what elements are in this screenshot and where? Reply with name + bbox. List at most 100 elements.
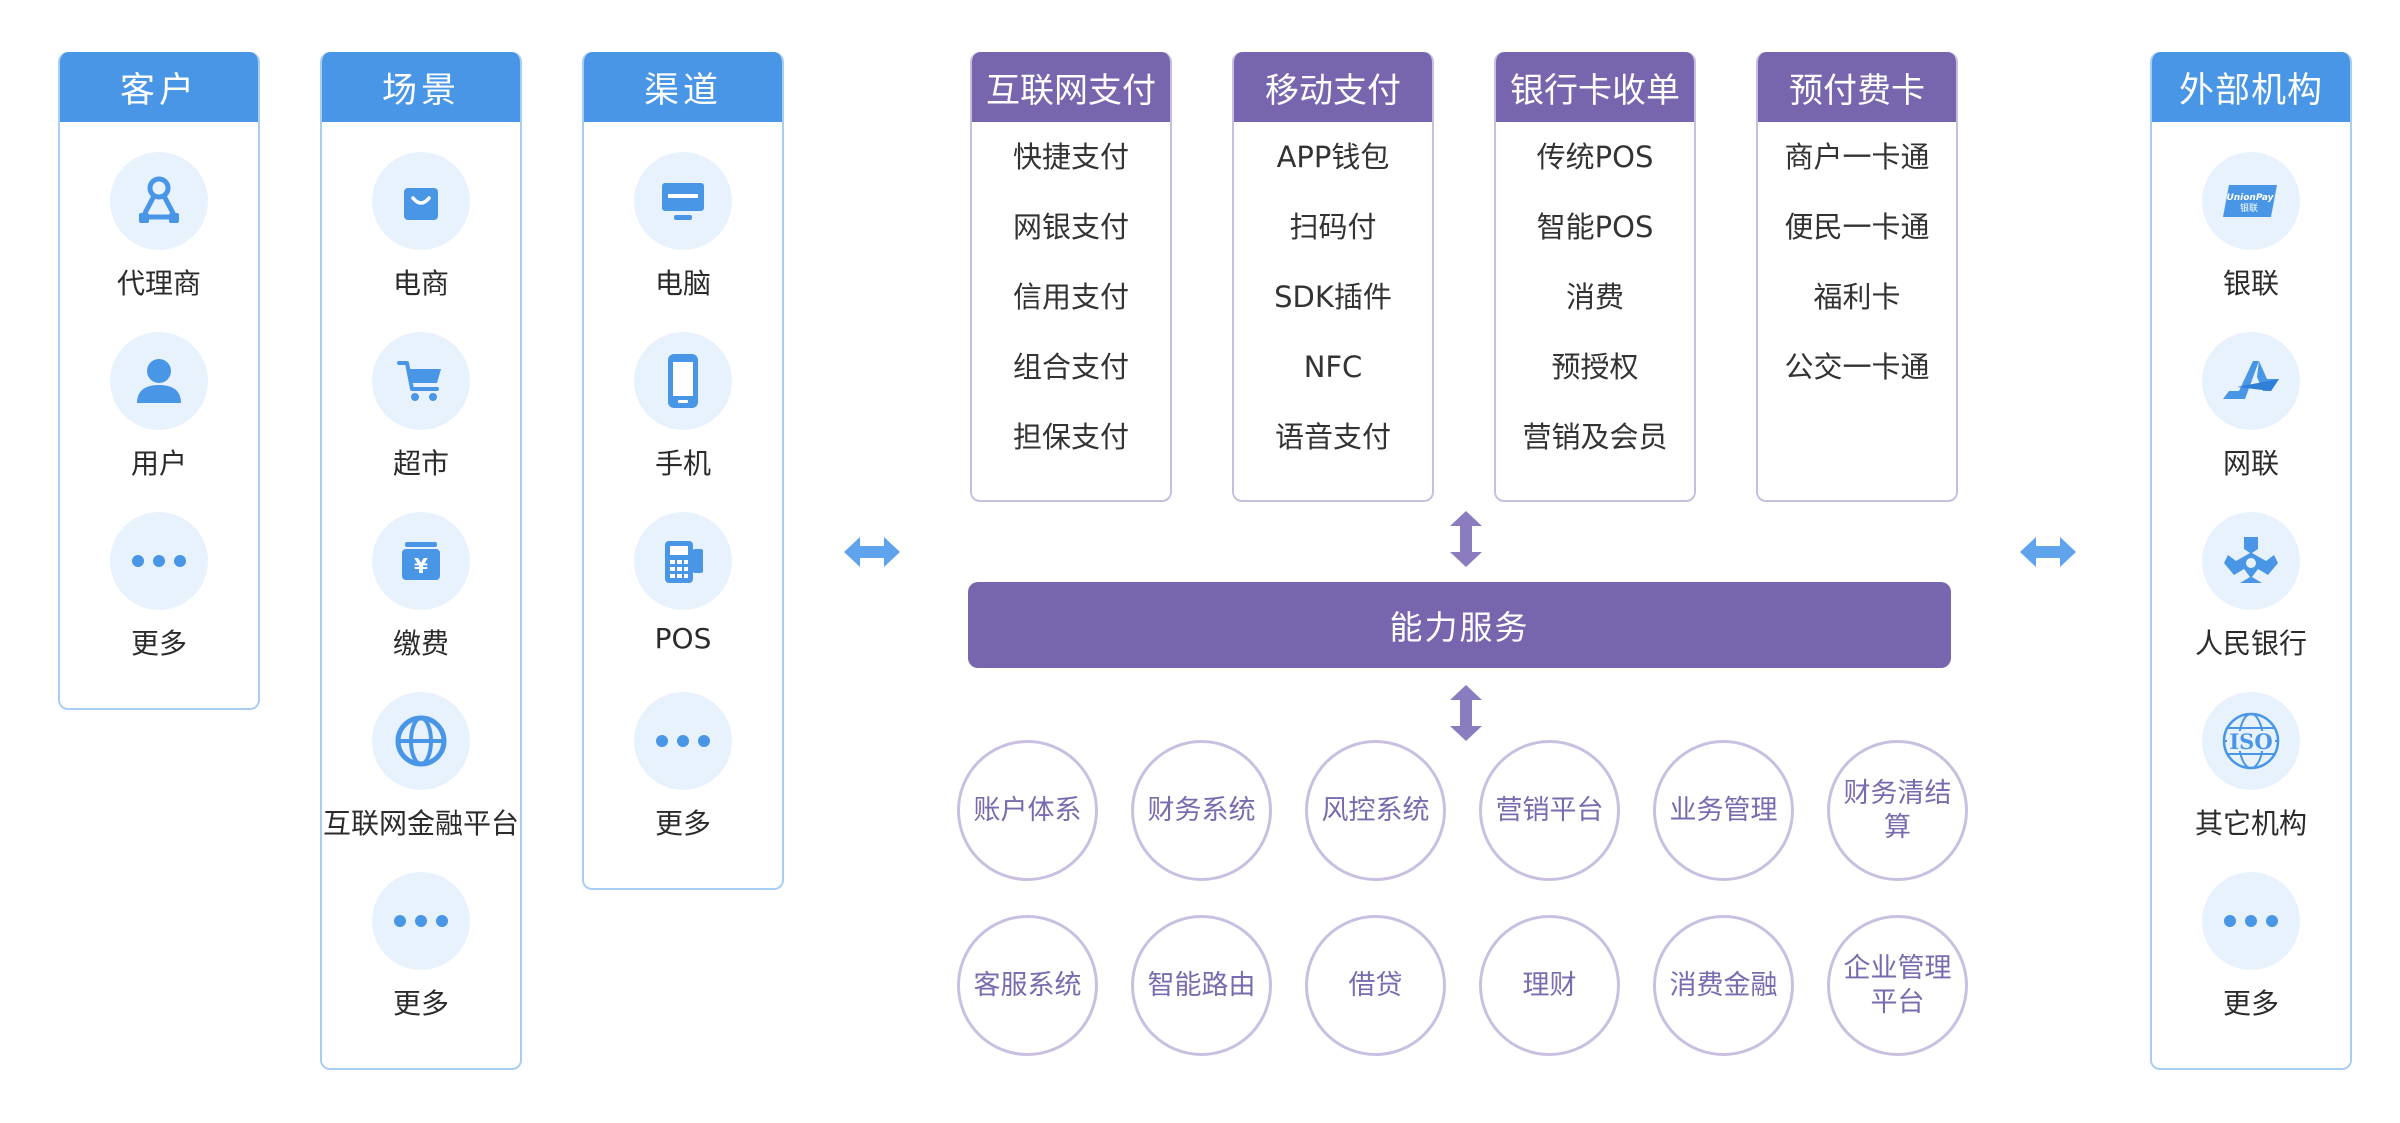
user-icon [110, 332, 208, 430]
scene-item-label: 互联网金融平台 [322, 807, 519, 840]
scene-item-label: 更多 [392, 987, 449, 1020]
payment-item: 扫码付 [1289, 210, 1377, 244]
more-dots-icon [2202, 872, 2300, 970]
payment-item: 传统POS [1536, 140, 1654, 174]
svg-text:UnionPay: UnionPay [2226, 193, 2274, 203]
payment-item: NFC [1303, 350, 1363, 384]
upper-vertical-arrow-icon [1450, 511, 1482, 567]
payment-box-prepaid: 预付费卡 商户一卡通 便民一卡通 福利卡 公交一卡通 [1756, 52, 1958, 502]
customer-item-label: 用户 [130, 447, 187, 480]
payment-item: 公交一卡通 [1784, 350, 1930, 384]
customer-item-label: 代理商 [116, 267, 201, 300]
channel-item-label: POS [654, 622, 712, 655]
more-dots-icon [110, 512, 208, 610]
external-item-label: 人民银行 [2194, 627, 2307, 660]
service-circle: 消费金融 [1653, 915, 1794, 1056]
external-item-label: 网联 [2222, 447, 2279, 480]
channel-column: 渠道 电脑 手机 [582, 52, 784, 890]
payment-item: 快捷支付 [1012, 140, 1129, 174]
scene-item-label: 缴费 [392, 627, 449, 660]
external-item-unionpay[interactable]: UnionPay 银联 银联 [2152, 152, 2350, 322]
svg-text:¥: ¥ [414, 554, 428, 578]
payment-item: 信用支付 [1012, 280, 1129, 314]
service-circle: 客服系统 [957, 915, 1098, 1056]
scene-item-label: 超市 [392, 447, 449, 480]
payment-item: SDK插件 [1274, 280, 1392, 314]
channel-item-label: 手机 [654, 447, 711, 480]
shopping-bag-icon [372, 152, 470, 250]
netsunion-logo-icon [2202, 332, 2300, 430]
channel-item-more[interactable]: 更多 [584, 692, 782, 862]
external-column: 外部机构 UnionPay 银联 银联 网联 人民银行 [2150, 52, 2352, 1070]
payment-box-internet: 互联网支付 快捷支付 网银支付 信用支付 组合支付 担保支付 [970, 52, 1172, 502]
customer-item-more[interactable]: 更多 [60, 512, 258, 682]
lower-vertical-arrow-icon [1450, 685, 1482, 741]
scene-column-title: 场景 [322, 52, 520, 122]
service-circle: 营销平台 [1479, 740, 1620, 881]
external-item-other[interactable]: ISO 其它机构 [2152, 692, 2350, 862]
payment-item: 营销及会员 [1522, 420, 1668, 454]
external-item-label: 其它机构 [2194, 807, 2307, 840]
svg-text:银联: 银联 [2240, 202, 2258, 214]
channel-column-title: 渠道 [584, 52, 782, 122]
scene-item-more[interactable]: 更多 [322, 872, 520, 1042]
shopping-cart-icon [372, 332, 470, 430]
payment-box-title: 预付费卡 [1758, 52, 1956, 122]
payment-box-title: 移动支付 [1234, 52, 1432, 122]
customer-item-user[interactable]: 用户 [60, 332, 258, 502]
iso-logo-icon: ISO [2202, 692, 2300, 790]
external-item-netsunion[interactable]: 网联 [2152, 332, 2350, 502]
external-item-label: 银联 [2222, 267, 2279, 300]
channel-item-label: 更多 [654, 807, 711, 840]
payment-box-title: 互联网支付 [972, 52, 1170, 122]
unionpay-logo-icon: UnionPay 银联 [2202, 152, 2300, 250]
service-circle: 财务清结算 [1827, 740, 1968, 881]
scene-item-internet-finance[interactable]: 互联网金融平台 [322, 692, 520, 862]
customer-column-title: 客户 [60, 52, 258, 122]
payment-item: 智能POS [1536, 210, 1654, 244]
payment-box-mobile: 移动支付 APP钱包 扫码付 SDK插件 NFC 语音支付 [1232, 52, 1434, 502]
payment-item: 担保支付 [1012, 420, 1129, 454]
customer-item-label: 更多 [130, 627, 187, 660]
scene-item-ecommerce[interactable]: 电商 [322, 152, 520, 322]
payment-item: 网银支付 [1012, 210, 1129, 244]
computer-icon [634, 152, 732, 250]
payment-box-title: 银行卡收单 [1496, 52, 1694, 122]
payment-item: APP钱包 [1276, 140, 1390, 174]
customer-item-agent[interactable]: 代理商 [60, 152, 258, 322]
channel-item-pos[interactable]: POS [584, 512, 782, 682]
scene-item-supermarket[interactable]: 超市 [322, 332, 520, 502]
scene-item-label: 电商 [392, 267, 449, 300]
payment-item: 商户一卡通 [1784, 140, 1930, 174]
left-bidirectional-arrow-icon [844, 537, 900, 567]
payment-item: 福利卡 [1813, 280, 1901, 314]
scene-item-payment[interactable]: ¥ 缴费 [322, 512, 520, 682]
scene-column: 场景 电商 超市 ¥ 缴费 [320, 52, 522, 1070]
external-item-pboc[interactable]: 人民银行 [2152, 512, 2350, 682]
svg-text:ISO: ISO [2229, 729, 2272, 754]
service-circle: 财务系统 [1131, 740, 1272, 881]
right-bidirectional-arrow-icon [2020, 537, 2076, 567]
pos-terminal-icon [634, 512, 732, 610]
payment-item: 组合支付 [1012, 350, 1129, 384]
channel-item-mobile[interactable]: 手机 [584, 332, 782, 502]
service-circle: 账户体系 [957, 740, 1098, 881]
mobile-phone-icon [634, 332, 732, 430]
payment-box-bankcard: 银行卡收单 传统POS 智能POS 消费 预授权 营销及会员 [1494, 52, 1696, 502]
globe-icon [372, 692, 470, 790]
channel-item-computer[interactable]: 电脑 [584, 152, 782, 322]
external-item-more[interactable]: 更多 [2152, 872, 2350, 1042]
payment-item: 预授权 [1551, 350, 1639, 384]
service-circle: 业务管理 [1653, 740, 1794, 881]
service-circle: 风控系统 [1305, 740, 1446, 881]
external-column-title: 外部机构 [2152, 52, 2350, 122]
agent-network-icon [110, 152, 208, 250]
payment-item: 语音支付 [1274, 420, 1391, 454]
service-circle: 企业管理平台 [1827, 915, 1968, 1056]
service-circle: 借贷 [1305, 915, 1446, 1056]
external-item-label: 更多 [2222, 987, 2279, 1020]
customer-column: 客户 代理商 用户 更多 [58, 52, 260, 710]
more-dots-icon [372, 872, 470, 970]
channel-item-label: 电脑 [654, 267, 711, 300]
pboc-logo-icon [2202, 512, 2300, 610]
